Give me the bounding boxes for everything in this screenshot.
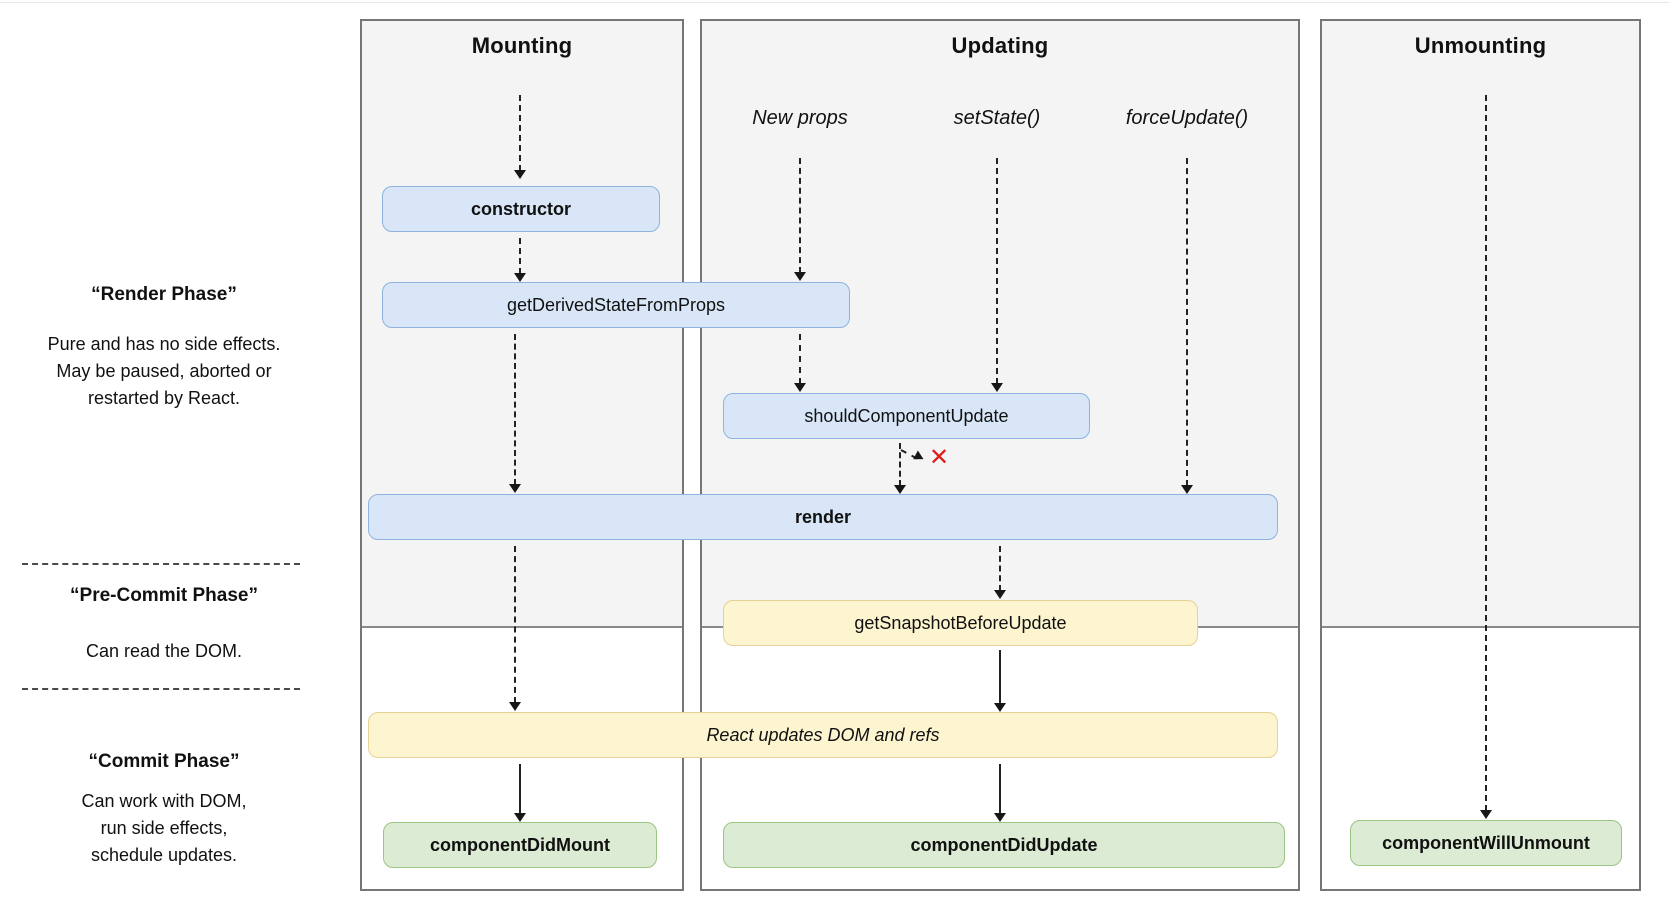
render-to-getsnapshot-arrow xyxy=(994,546,1006,599)
node-react-updates-dom: React updates DOM and refs xyxy=(368,712,1278,758)
reject-x-mark: ✕ xyxy=(929,444,950,471)
phase-divider-bottom xyxy=(22,688,300,690)
node-getsnapshotbeforeupdate: getSnapshotBeforeUpdate xyxy=(723,600,1198,646)
commit-phase-line: Can work with DOM, xyxy=(81,791,247,811)
shouldupdate-to-render-arrow xyxy=(894,443,906,494)
reactupdates-to-didupdate-arrow xyxy=(994,764,1006,822)
commit-phase-description: Can work with DOM, run side effects, sch… xyxy=(8,788,320,869)
node-componentdidmount: componentDidMount xyxy=(383,822,657,868)
phase-divider-top xyxy=(22,563,300,565)
render-phase-line: May be paused, aborted or xyxy=(56,361,272,381)
getderived-to-shouldupdate-arrow xyxy=(794,334,806,392)
render-phase-description: Pure and has no side effects. May be pau… xyxy=(8,331,320,412)
reactupdates-to-didmount-arrow xyxy=(514,764,526,822)
node-shouldcomponentupdate: shouldComponentUpdate xyxy=(723,393,1090,439)
render-phase-line: Pure and has no side effects. xyxy=(47,334,281,354)
new-props-label: New props xyxy=(752,107,848,129)
getderived-to-render-arrow xyxy=(509,334,521,493)
commit-phase-line: run side effects, xyxy=(100,818,228,838)
unmounting-arrow xyxy=(1480,95,1492,819)
constructor-to-getderived-arrow xyxy=(514,238,526,282)
newprops-arrow xyxy=(794,158,806,281)
updating-panel xyxy=(700,19,1300,891)
mounting-column-title: Mounting xyxy=(471,33,573,58)
updating-column-title: Updating xyxy=(951,33,1049,58)
node-render: render xyxy=(368,494,1278,540)
node-componentwillunmount: componentWillUnmount xyxy=(1350,820,1622,866)
node-componentdidupdate: componentDidUpdate xyxy=(723,822,1285,868)
setstate-arrow xyxy=(991,158,1003,392)
node-constructor: constructor xyxy=(382,186,660,232)
forceupdate-arrow xyxy=(1181,158,1193,494)
pre-commit-phase-description: Can read the DOM. xyxy=(8,638,320,665)
unmounting-render-phase-area xyxy=(1322,21,1639,628)
node-getderivedstatefromprops: getDerivedStateFromProps xyxy=(382,282,850,328)
render-to-reactupdates-arrow-mounting xyxy=(509,546,521,711)
pre-commit-phase-line: Can read the DOM. xyxy=(85,641,243,661)
mounting-panel xyxy=(360,19,684,891)
unmounting-panel xyxy=(1320,19,1641,891)
forceupdate-label: forceUpdate() xyxy=(1125,107,1249,129)
render-phase-line: restarted by React. xyxy=(87,388,241,408)
render-phase-title: “Render Phase” xyxy=(91,284,237,305)
getsnapshot-to-reactupdates-arrow xyxy=(994,650,1006,712)
screen-top-edge xyxy=(0,2,1669,3)
setstate-label: setState() xyxy=(953,107,1041,129)
mounting-start-arrow xyxy=(514,95,526,179)
pre-commit-phase-title: “Pre-Commit Phase” xyxy=(70,585,258,606)
unmounting-column-title: Unmounting xyxy=(1414,33,1547,58)
commit-phase-title: “Commit Phase” xyxy=(88,751,240,772)
commit-phase-line: schedule updates. xyxy=(90,845,238,865)
